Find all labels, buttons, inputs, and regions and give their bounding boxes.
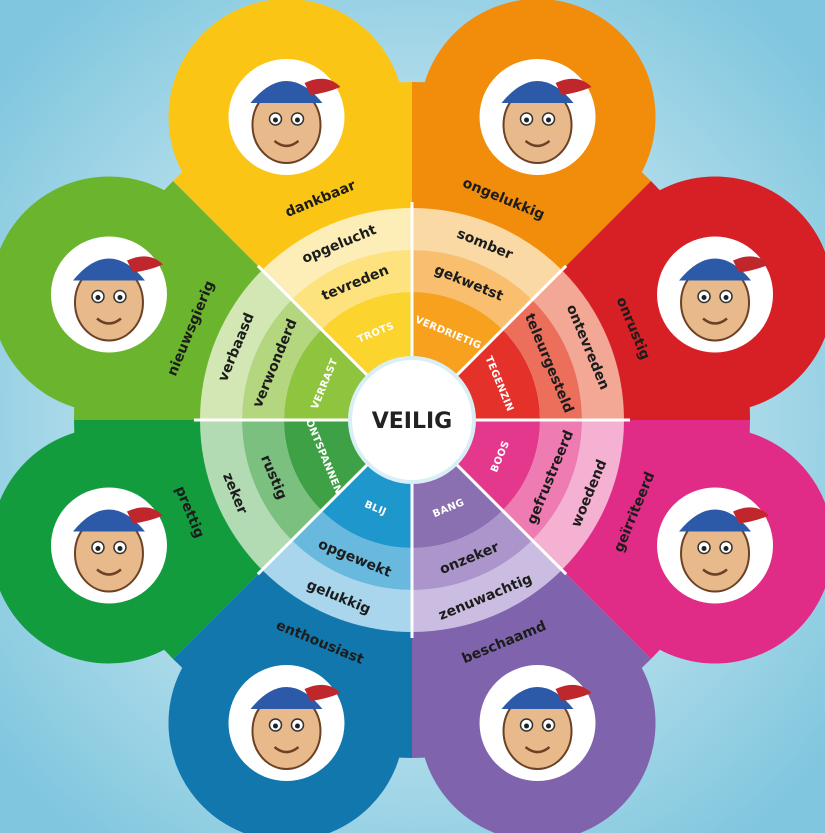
ring-ontspannen-1: [284, 420, 369, 511]
surprised-face-icon: [50, 236, 167, 353]
divider-line: [256, 264, 370, 378]
ring-trots-1: [321, 292, 412, 377]
ring-ontspannen-2: [242, 420, 322, 541]
center-label: VEILIG: [372, 409, 453, 434]
ring-trots-3: [262, 208, 412, 300]
ring-boos-3: [532, 420, 624, 570]
relaxed-face-icon: [50, 487, 167, 604]
ring-blij-1: [321, 463, 412, 548]
ring-verdrietig-2: [412, 250, 533, 330]
divider-line: [454, 264, 568, 378]
ring-tegenzin-2: [502, 299, 582, 420]
ring-tegenzin-3: [532, 270, 624, 420]
ring-trots-2: [291, 250, 412, 330]
scared-face-icon: [479, 665, 596, 782]
ring-tegenzin-1: [455, 329, 540, 420]
angry-face-icon: [657, 487, 774, 604]
ring-blij-2: [291, 510, 412, 590]
ring-blij-3: [262, 540, 412, 632]
ring-verrast-2: [242, 299, 322, 420]
ring-boos-2: [502, 420, 582, 541]
ring-ontspannen-3: [200, 420, 292, 570]
ring-verrast-1: [284, 329, 369, 420]
ring-verrast-3: [200, 270, 292, 420]
ring-bang-2: [412, 510, 533, 590]
joyful-face-icon: [228, 665, 345, 782]
divider-line: [454, 462, 568, 576]
annoyed-face-icon: [657, 236, 774, 353]
happy-grin-face-icon: [228, 58, 345, 175]
ring-bang-3: [412, 540, 562, 632]
ring-boos-1: [455, 420, 540, 511]
center-circle: [348, 356, 476, 484]
divider-line: [256, 462, 370, 576]
ring-bang-1: [412, 463, 503, 548]
ring-verdrietig-1: [412, 292, 503, 377]
sad-face-icon: [479, 58, 596, 175]
ring-verdrietig-3: [412, 208, 562, 300]
